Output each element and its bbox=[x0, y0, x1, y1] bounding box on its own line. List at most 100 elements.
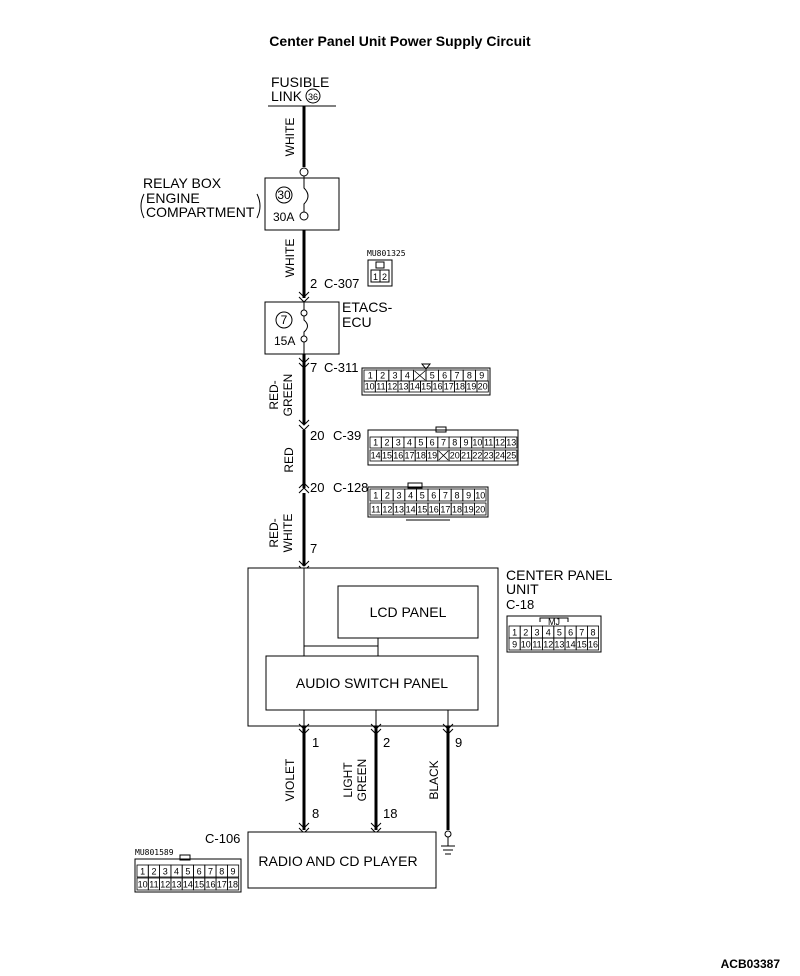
c39-blank-pin bbox=[438, 450, 449, 461]
c311-blank-pin bbox=[414, 370, 426, 381]
radio-cd-player bbox=[247, 831, 437, 889]
relay-box-paren-right bbox=[256, 193, 261, 219]
c128-pin-13: 13 bbox=[394, 505, 404, 515]
wire-label-black: BLACK bbox=[427, 760, 441, 799]
c307-part-number: MU801325 bbox=[367, 249, 406, 258]
c39-pin-23: 23 bbox=[484, 451, 494, 461]
wire-label-white-1: WHITE bbox=[283, 118, 297, 157]
c128-pin-16: 16 bbox=[429, 505, 439, 515]
c106-pin-13: 13 bbox=[172, 880, 182, 890]
c311-pin-5: 5 bbox=[430, 371, 435, 381]
c39-pin-3: 3 bbox=[396, 438, 401, 448]
c128-pin-2: 2 bbox=[385, 491, 390, 501]
c106-pin-10: 10 bbox=[138, 880, 148, 890]
c311-pin-4: 4 bbox=[405, 371, 410, 381]
c106-pin-17: 17 bbox=[217, 880, 227, 890]
relay-box-fuse-rating: 30A bbox=[273, 210, 294, 224]
c18-pin-1: 1 bbox=[512, 628, 517, 638]
c106-arrow-8 bbox=[298, 822, 310, 829]
c311-pin-1: 1 bbox=[368, 371, 373, 381]
c311-pin-2: 2 bbox=[380, 371, 385, 381]
c106-pin-18: 18 bbox=[228, 880, 238, 890]
ground-icon bbox=[441, 830, 455, 855]
c39-pin: 20 bbox=[310, 428, 324, 443]
c39-pin-4: 4 bbox=[407, 438, 412, 448]
c106-pin-3: 3 bbox=[163, 867, 168, 877]
radio-pin-8: 8 bbox=[312, 806, 319, 821]
c18-output-arrow-2 bbox=[370, 723, 382, 730]
c39-pin-5: 5 bbox=[418, 438, 423, 448]
connector-c307-arrow bbox=[298, 291, 310, 298]
audio-switch-panel bbox=[265, 655, 479, 711]
c128-pin-18: 18 bbox=[452, 505, 462, 515]
c39-pin-20: 20 bbox=[450, 451, 460, 461]
c128-pin-19: 19 bbox=[464, 505, 474, 515]
c18-output-arrow-1 bbox=[298, 723, 310, 730]
lcd-panel bbox=[337, 585, 479, 639]
wire-label-light-green-1: LIGHT bbox=[341, 762, 355, 798]
c18-pin-11: 11 bbox=[532, 640, 541, 650]
radio-cd-player-label: RADIO AND CD PLAYER bbox=[258, 853, 417, 869]
c39-pin-10: 10 bbox=[472, 438, 482, 448]
c39-connector-face bbox=[367, 426, 519, 466]
c39-pin-cell bbox=[505, 436, 518, 449]
c106-pin-cell bbox=[226, 864, 240, 878]
etacs-fuse-rating: 15A bbox=[274, 334, 295, 348]
c18-pin-12: 12 bbox=[543, 640, 553, 650]
wire-label-red-white-2: WHITE bbox=[281, 514, 295, 553]
c128-name: C-128 bbox=[333, 480, 368, 495]
c106-pin-6: 6 bbox=[197, 867, 202, 877]
relay-box-fuse-terminal-top bbox=[299, 167, 309, 177]
c307-pin-2: 2 bbox=[382, 272, 387, 282]
etacs-label-1: ETACS- bbox=[342, 299, 393, 315]
c311-pin-11: 11 bbox=[376, 382, 385, 392]
c106-pin-4: 4 bbox=[174, 867, 179, 877]
etacs-label-2: ECU bbox=[342, 314, 372, 330]
etacs-fuse-number-circle bbox=[275, 311, 293, 329]
c128-pin-15: 15 bbox=[417, 505, 427, 515]
c311-pin-13: 13 bbox=[399, 382, 409, 392]
connector-c128-arrow bbox=[298, 482, 310, 489]
center-panel-out-pin-2: 2 bbox=[383, 735, 390, 750]
c128-pin-10: 10 bbox=[475, 491, 485, 501]
c128-pin-14: 14 bbox=[406, 505, 416, 515]
c39-pin-13: 13 bbox=[506, 438, 516, 448]
c39-pin-18: 18 bbox=[416, 451, 426, 461]
wire-label-red-green-2: GREEN bbox=[281, 374, 295, 417]
relay-box-label-1: RELAY BOX bbox=[143, 175, 222, 191]
c311-pin-9: 9 bbox=[479, 371, 484, 381]
c39-pin-21: 21 bbox=[461, 451, 471, 461]
c39-pin-15: 15 bbox=[382, 451, 392, 461]
document-code: ACB03387 bbox=[721, 957, 781, 971]
c39-pin-11: 11 bbox=[484, 438, 493, 448]
c311-connector-face bbox=[361, 363, 491, 396]
c307-name: C-307 bbox=[324, 276, 359, 291]
relay-box-label-2: ENGINE bbox=[146, 190, 200, 206]
c106-pin-1: 1 bbox=[140, 867, 145, 877]
relay-box-paren-left bbox=[140, 193, 145, 219]
c106-pin-16: 16 bbox=[205, 880, 215, 890]
c128-pin-12: 12 bbox=[382, 505, 392, 515]
c128-pin-4: 4 bbox=[408, 491, 413, 501]
c18-pin-9: 9 bbox=[512, 640, 517, 650]
c39-pin-9: 9 bbox=[464, 438, 469, 448]
c39-pin-2: 2 bbox=[384, 438, 389, 448]
c311-pin-6: 6 bbox=[442, 371, 447, 381]
c106-connector-face bbox=[134, 854, 242, 893]
c106-pin-2: 2 bbox=[151, 867, 156, 877]
c18-pin-14: 14 bbox=[566, 640, 576, 650]
c39-pin-24: 24 bbox=[495, 451, 505, 461]
c18-pin-13: 13 bbox=[554, 640, 564, 650]
relay-box-fuse-number: 30 bbox=[277, 188, 291, 202]
c18-pin-3: 3 bbox=[534, 628, 539, 638]
c311-pin-14: 14 bbox=[410, 382, 420, 392]
c311-pin-17: 17 bbox=[444, 382, 454, 392]
c18-connector-face bbox=[506, 615, 602, 653]
c128-pin-5: 5 bbox=[420, 491, 425, 501]
c18-key-label: MJ bbox=[548, 617, 560, 627]
c18-pin-5: 5 bbox=[557, 628, 562, 638]
c311-pin-10: 10 bbox=[365, 382, 375, 392]
c39-pin-19: 19 bbox=[427, 451, 437, 461]
